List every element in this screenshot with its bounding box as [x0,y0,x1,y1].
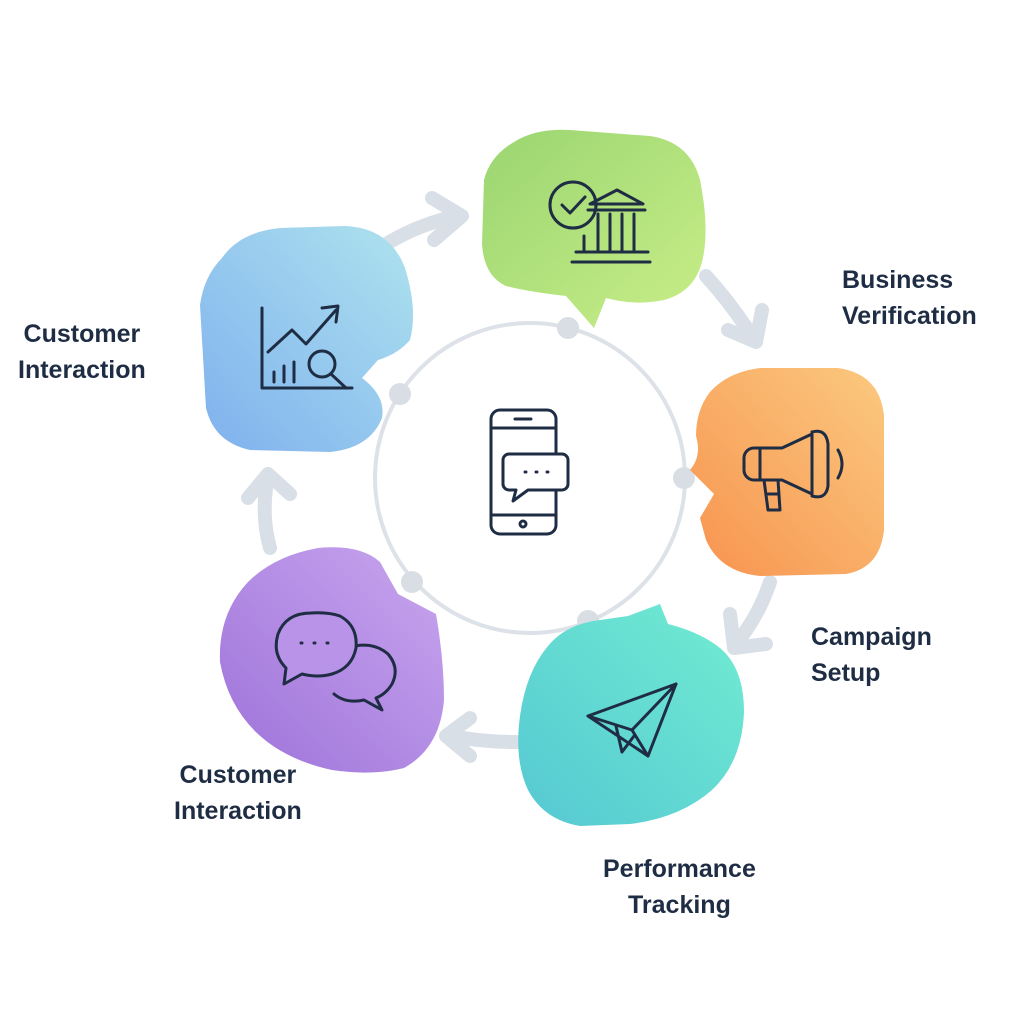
arrowhead-interaction-to-analytics [241,467,297,505]
cycle-arrows [241,191,777,763]
label-line: Customer [23,320,141,348]
megaphone-icon [742,429,844,512]
label-business-verification: Business Verification [842,262,977,334]
label-line: Business [842,266,954,294]
node-tracking-blob [518,604,744,826]
node-verification-blob [482,129,706,328]
arrow-verification-to-campaign [699,269,755,337]
ring-connection-dots [389,317,695,632]
node-campaign [690,368,884,576]
ring-dot [389,383,411,405]
label-line: Interaction [18,356,146,384]
label-line: Customer [179,761,297,789]
node-analytics-blob [200,226,414,452]
node-interaction [219,547,444,773]
paper-plane-icon [586,682,678,758]
node-tracking [518,604,744,826]
label-performance-tracking: Performance Tracking [603,851,756,923]
node-analytics [200,226,414,452]
label-customer-interaction-top: Customer Interaction [18,316,146,388]
ring-dot [401,571,423,593]
label-line: Setup [811,659,881,687]
label-line: Campaign [811,623,932,651]
arrowhead-analytics-to-verification [425,191,469,247]
arrowhead-verification-to-campaign [721,303,769,349]
ring-dot [557,317,579,339]
label-line: Interaction [174,797,302,825]
ring-dot [673,467,695,489]
label-customer-interaction-bottom: Customer Interaction [174,757,302,829]
node-campaign-blob [690,368,884,576]
chart-magnifier-icon [260,304,354,390]
arrowhead-campaign-to-tracking [723,607,773,655]
chat-bubbles-icon [274,611,397,712]
arrow-interaction-to-analytics [257,481,277,555]
node-verification [482,129,706,328]
arrow-campaign-to-tracking [735,575,777,643]
arrowhead-tracking-to-interaction [439,711,477,763]
label-line: Performance [603,855,756,883]
check-building-icon [548,180,652,264]
label-line: Tracking [628,891,731,919]
smartphone-chat-icon [489,408,570,536]
label-line: Verification [842,302,977,330]
label-campaign-setup: Campaign Setup [811,619,932,691]
